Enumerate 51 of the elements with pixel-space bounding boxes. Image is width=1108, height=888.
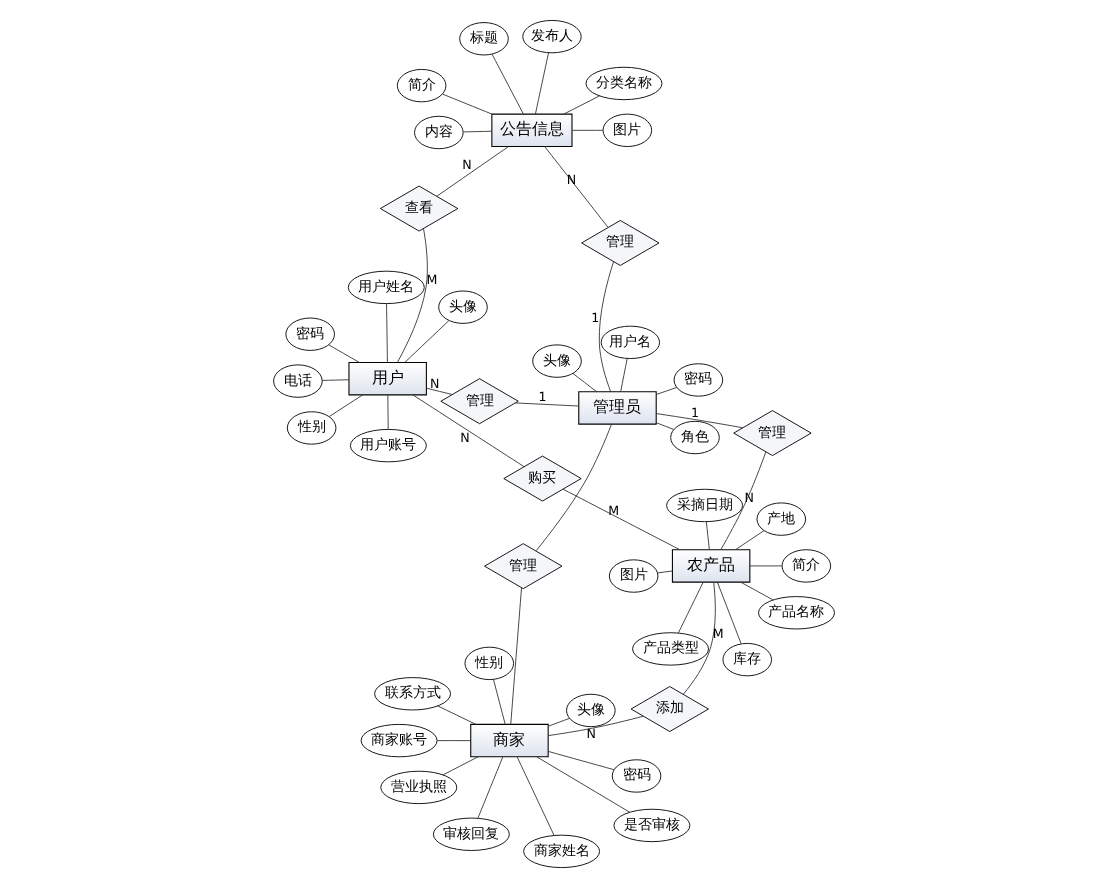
connector bbox=[682, 581, 716, 695]
connector bbox=[547, 717, 570, 727]
connector bbox=[462, 130, 493, 133]
connector bbox=[749, 565, 783, 567]
connector bbox=[536, 756, 631, 813]
connector bbox=[442, 756, 479, 776]
connector bbox=[328, 394, 364, 417]
connector bbox=[572, 372, 597, 393]
connector bbox=[516, 756, 555, 836]
connector bbox=[655, 387, 678, 395]
connector bbox=[477, 756, 504, 819]
connector bbox=[535, 423, 612, 552]
connector bbox=[436, 146, 509, 197]
connector bbox=[544, 146, 609, 228]
connector bbox=[720, 451, 767, 550]
connector bbox=[386, 303, 388, 363]
connector bbox=[426, 387, 453, 395]
node-box: 管理员 bbox=[578, 391, 657, 425]
connector bbox=[321, 379, 350, 381]
connector bbox=[387, 394, 389, 430]
node-box: 商家 bbox=[470, 723, 549, 758]
connector bbox=[436, 740, 472, 742]
connector bbox=[571, 129, 604, 131]
connector bbox=[655, 422, 675, 430]
connector bbox=[491, 53, 524, 115]
connector bbox=[677, 581, 704, 634]
connector bbox=[716, 581, 742, 645]
connector bbox=[655, 413, 744, 429]
connector bbox=[510, 587, 522, 725]
connector bbox=[547, 715, 644, 737]
connector bbox=[547, 750, 615, 771]
connector bbox=[515, 402, 580, 407]
connector bbox=[563, 95, 600, 115]
connector bbox=[598, 261, 614, 393]
connector bbox=[734, 530, 765, 551]
connector bbox=[437, 705, 477, 725]
node-box: 用户 bbox=[348, 361, 427, 396]
connector bbox=[493, 678, 506, 725]
connector bbox=[412, 394, 525, 468]
connector bbox=[404, 320, 450, 363]
node-box: 农产品 bbox=[671, 549, 751, 583]
connector bbox=[740, 581, 774, 601]
connector bbox=[562, 488, 681, 551]
connector bbox=[534, 52, 549, 115]
node-box: 公告信息 bbox=[491, 113, 573, 148]
connector bbox=[657, 570, 673, 574]
connector bbox=[705, 521, 710, 551]
connector bbox=[620, 358, 628, 393]
connector bbox=[328, 344, 360, 363]
connector bbox=[442, 93, 493, 115]
connector bbox=[397, 228, 428, 363]
